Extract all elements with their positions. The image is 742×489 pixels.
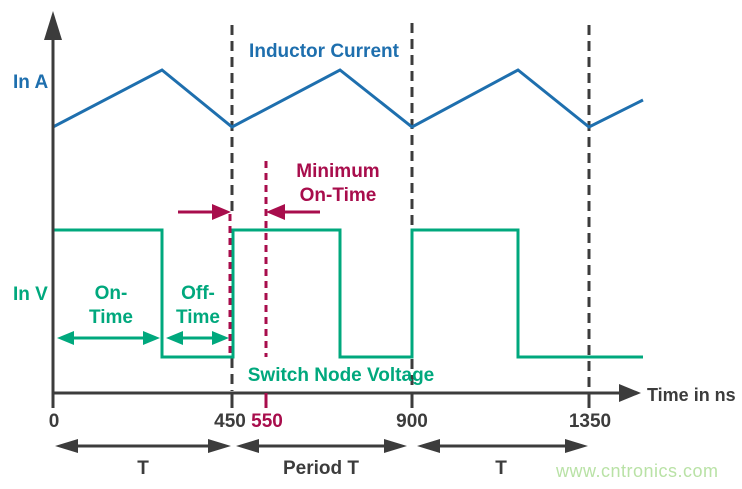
switch-node-voltage-label: Switch Node Voltage — [247, 365, 435, 386]
min-on-time-right-pointer-head — [266, 204, 285, 220]
on-time-label-line2: Time — [88, 307, 134, 328]
off-time-arrow-right-head — [212, 331, 229, 345]
tick-label-900: 900 — [396, 411, 428, 432]
tick-label-550: 550 — [251, 411, 283, 432]
min-on-time-left-pointer-head — [212, 204, 231, 220]
y-axis-voltage-unit-label: In V — [13, 284, 48, 305]
span-t2-left-head — [417, 439, 440, 453]
off-time-arrow-left-head — [166, 331, 183, 345]
off-time-label-line1: Off- — [181, 283, 215, 304]
x-axis-arrowhead — [619, 384, 641, 402]
x-axis-title: Time in ns — [647, 385, 736, 405]
span-t2-right-head — [565, 439, 588, 453]
on-time-label-line1: On- — [94, 283, 128, 304]
y-axis-current-unit-label: In A — [13, 72, 49, 93]
off-time-label-line2: Time — [175, 307, 221, 328]
span-period-right-head — [384, 439, 407, 453]
inductor-current-waveform — [52, 68, 644, 129]
span-t2-label: T — [495, 458, 507, 479]
span-period-label: Period T — [282, 458, 360, 479]
tick-label-0: 0 — [48, 411, 60, 432]
minimum-on-time-label-line2: On-Time — [299, 185, 377, 206]
minimum-on-time-label-line1: Minimum — [296, 161, 380, 182]
on-time-label: On- Time — [89, 282, 133, 330]
span-t1-right-head — [208, 439, 231, 453]
tick-label-1350: 1350 — [568, 411, 612, 432]
span-period-left-head — [236, 439, 259, 453]
inductor-current-label: Inductor Current — [249, 41, 399, 62]
on-time-arrow-left-head — [57, 331, 74, 345]
switch-node-voltage-waveform — [51, 228, 643, 359]
watermark: www.cntronics.com — [556, 461, 719, 481]
span-t1-label: T — [137, 458, 149, 479]
off-time-label: Off- Time — [176, 282, 220, 330]
minimum-on-time-label: Minimum On-Time — [296, 160, 379, 208]
span-t1-left-head — [55, 439, 78, 453]
y-axis-arrowhead — [44, 11, 62, 40]
on-time-arrow-right-head — [143, 331, 160, 345]
tick-label-450: 450 — [214, 411, 246, 432]
